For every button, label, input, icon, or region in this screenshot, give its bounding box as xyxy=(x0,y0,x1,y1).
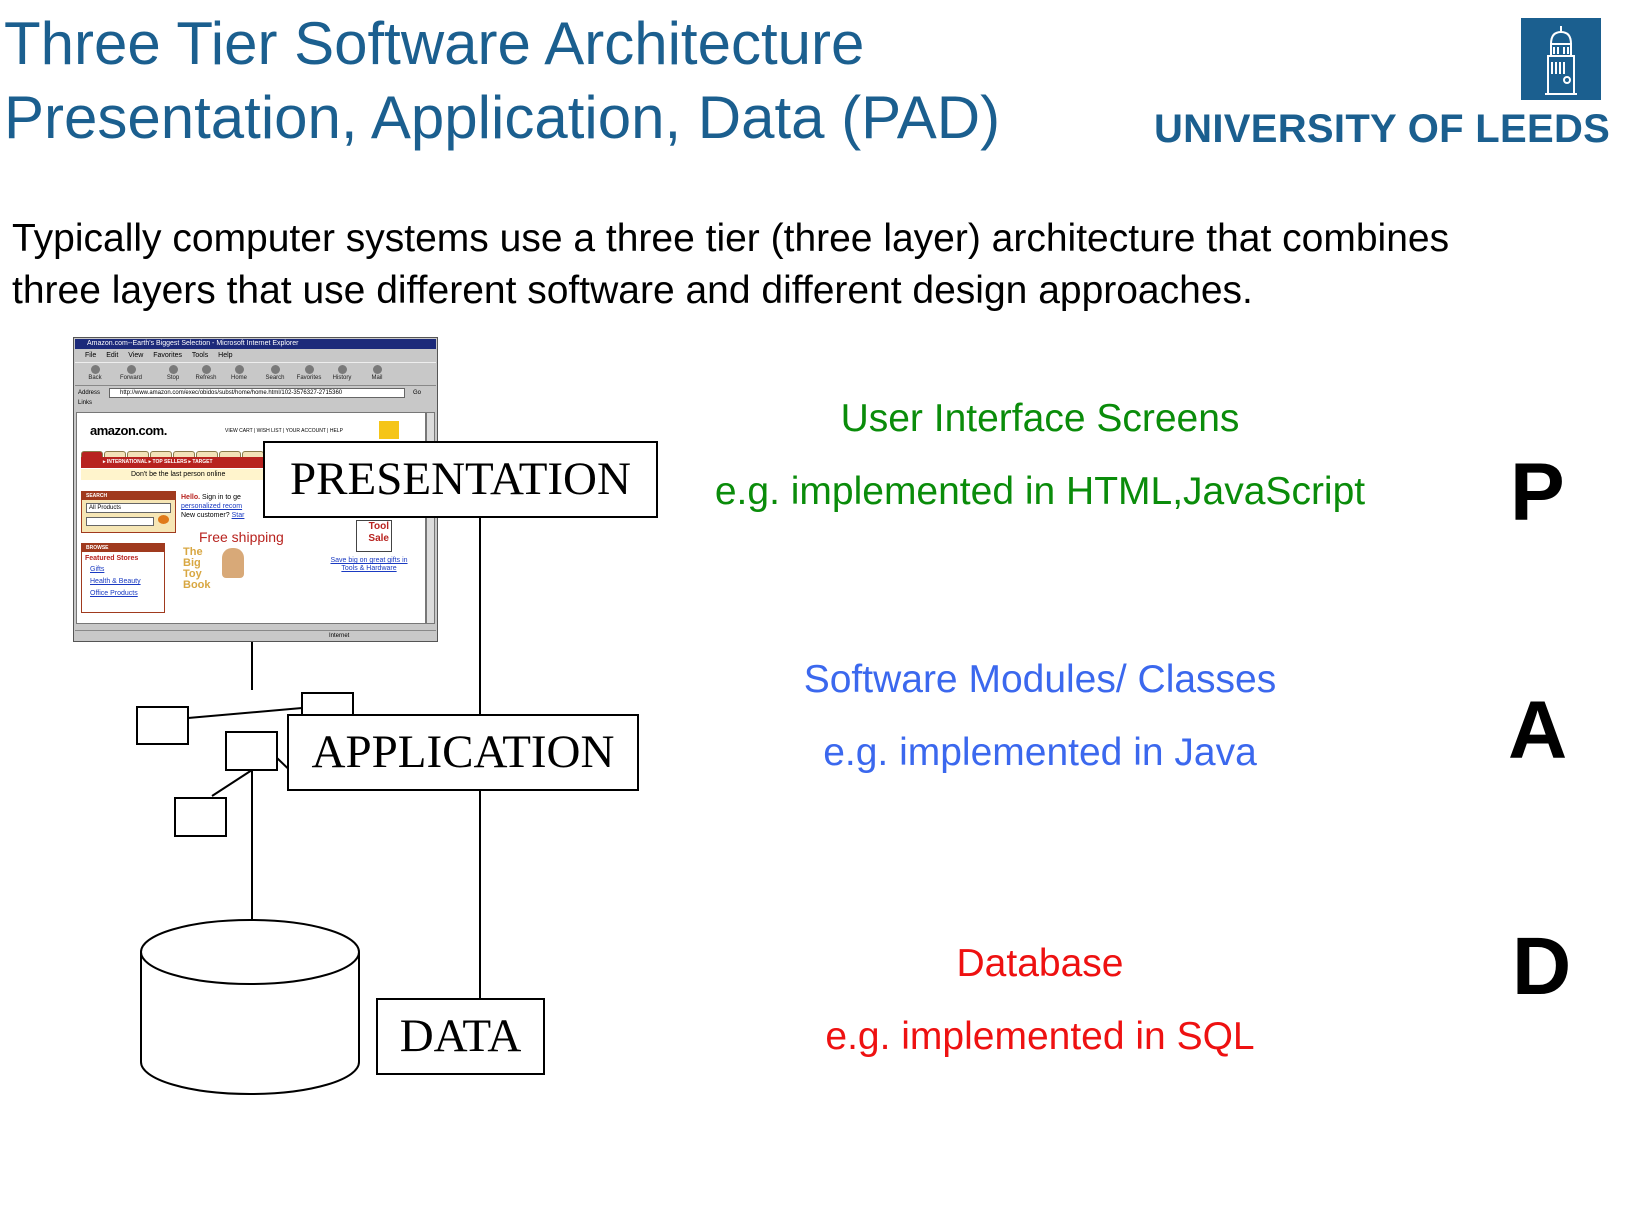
data-label-box: DATA xyxy=(376,998,545,1075)
browse-item: Gifts xyxy=(90,566,105,573)
data-heading: Database xyxy=(956,942,1124,985)
save-big-link: Save big on great gifts in Tools & Hardw… xyxy=(330,557,408,572)
back-button: Back xyxy=(79,365,111,381)
stop-button: Stop xyxy=(157,365,189,381)
intro-text: Typically computer systems use a three t… xyxy=(12,213,1637,317)
go-label: Go xyxy=(413,390,422,396)
menu-item: View xyxy=(128,352,144,359)
hello-bold: Hello. xyxy=(181,494,201,501)
amazon-search-input xyxy=(86,517,154,526)
menu-item: File xyxy=(85,352,97,359)
history-icon xyxy=(337,365,347,374)
forward-button: Forward xyxy=(115,365,147,381)
browser-menu-bar: File Edit View Favorites Tools Help xyxy=(75,350,436,361)
go-icon xyxy=(158,515,169,524)
menu-item: Help xyxy=(218,352,233,359)
amazon-hello: Hello. Sign in to ge personalized recom … xyxy=(181,493,244,520)
toolbar-label: Refresh xyxy=(195,375,217,381)
amazon-top-links: VIEW CART | WISH LIST | YOUR ACCOUNT | H… xyxy=(225,428,343,434)
amazon-page: amazon.com. VIEW CART | WISH LIST | YOUR… xyxy=(76,412,426,624)
featured-stores: Featured Stores xyxy=(85,555,139,562)
status-text: Internet xyxy=(329,633,350,639)
tier-letter-p: P xyxy=(1510,447,1565,538)
browse-heading: BROWSE xyxy=(82,544,164,552)
toolbar-label: Search xyxy=(265,375,285,381)
menu-item: Edit xyxy=(106,352,119,359)
refresh-icon xyxy=(201,365,211,374)
home-button: Home xyxy=(223,365,255,381)
tier-letter-d: D xyxy=(1512,921,1572,1012)
tier-letter-a: A xyxy=(1508,685,1568,776)
gift-icon xyxy=(379,421,399,439)
amazon-logo: amazon.com. xyxy=(90,423,167,438)
application-detail: e.g. implemented in Java xyxy=(823,731,1257,774)
intro-line-2: three layers that use different software… xyxy=(12,269,1253,312)
module-link-1 xyxy=(187,707,303,719)
toolbar-label: Back xyxy=(88,375,102,381)
toolbar-label: Stop xyxy=(166,375,180,381)
amazon-search-select: All Products xyxy=(86,503,171,513)
hello-text: Sign in to ge xyxy=(200,494,241,501)
data-detail: e.g. implemented in SQL xyxy=(825,1015,1255,1058)
module-link-2 xyxy=(211,769,253,797)
toolbar-label: Favorites xyxy=(296,375,322,381)
browse-item: Office Products xyxy=(90,590,138,597)
toolbar-label: Home xyxy=(230,375,247,381)
mail-button: Mail xyxy=(361,365,393,381)
slide-title-line-1: Three Tier Software Architecture xyxy=(4,10,865,77)
amazon-browse-box: BROWSE Featured Stores Gifts Health & Be… xyxy=(81,543,165,613)
module-box xyxy=(174,797,227,837)
browser-status-bar: Internet xyxy=(75,630,436,640)
address-field: http://www.amazon.com/exec/obidos/subst/… xyxy=(109,388,405,398)
tower-icon xyxy=(1545,26,1577,95)
amazon-red-bar: ▸ INTERNATIONAL ▸ TOP SELLERS ▸ TARGET xyxy=(81,457,411,468)
free-shipping: Free shipping xyxy=(199,529,284,545)
page-scrollbar xyxy=(426,412,435,624)
links-label: Links xyxy=(78,400,93,406)
menu-item: Favorites xyxy=(153,352,183,359)
home-icon xyxy=(234,365,244,374)
application-heading: Software Modules/ Classes xyxy=(803,658,1277,701)
personalized-link: personalized recom xyxy=(181,503,243,510)
mail-icon xyxy=(372,365,382,374)
toolbar-label: History xyxy=(332,375,352,381)
application-label-box: APPLICATION xyxy=(287,714,639,791)
university-logo-text: UNIVERSITY OF LEEDS xyxy=(1154,107,1611,151)
toolbar-label: Forward xyxy=(119,375,142,381)
browser-toolbar: Back Forward Stop Refresh Home Search Fa… xyxy=(75,362,436,386)
browser-title-bar: Amazon.com--Earth's Biggest Selection - … xyxy=(75,339,436,349)
favorites-button: Favorites xyxy=(293,365,325,381)
presentation-heading: User Interface Screens xyxy=(840,397,1240,440)
refresh-button: Refresh xyxy=(190,365,222,381)
stop-icon xyxy=(168,365,178,374)
presentation-label-box: PRESENTATION xyxy=(263,441,658,518)
new-customer-text: New customer? xyxy=(181,512,232,519)
amazon-notice: Don't be the last person online xyxy=(81,469,411,480)
start-link: Star xyxy=(231,512,245,519)
search-icon xyxy=(270,365,280,374)
favorites-icon xyxy=(304,365,314,374)
forward-icon xyxy=(126,365,136,374)
menu-item: Tools xyxy=(191,352,209,359)
big-toy-book: The Big Toy Book xyxy=(183,546,211,591)
child-photo-icon xyxy=(222,548,244,578)
back-icon xyxy=(90,365,100,374)
address-bar: Address http://www.amazon.com/exec/obido… xyxy=(75,387,436,399)
amazon-search-heading: SEARCH xyxy=(82,492,175,500)
presentation-detail: e.g. implemented in HTML,JavaScript xyxy=(714,470,1366,513)
database-cylinder-icon xyxy=(140,919,360,1095)
slide-title-line-2: Presentation, Application, Data (PAD) xyxy=(4,84,1001,151)
module-box xyxy=(225,731,278,771)
university-crest-icon xyxy=(1521,18,1601,100)
amazon-search-box: SEARCH All Products xyxy=(81,491,176,533)
tool-sale: Tool Sale xyxy=(356,520,392,552)
module-box xyxy=(136,706,189,745)
history-button: History xyxy=(326,365,358,381)
intro-line-1: Typically computer systems use a three t… xyxy=(12,217,1450,260)
address-label: Address xyxy=(78,390,101,396)
search-button: Search xyxy=(259,365,291,381)
browse-item: Health & Beauty xyxy=(90,578,141,585)
toolbar-label: Mail xyxy=(371,375,383,381)
